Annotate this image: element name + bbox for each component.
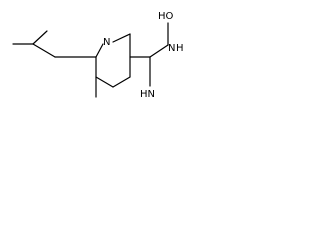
bond-amidine-to-nh xyxy=(149,44,169,58)
amine-hydrogen-label: H xyxy=(176,43,184,54)
chemical-structure-diagram: N HO N H HN xyxy=(12,11,184,100)
hydroxy-label: HO xyxy=(158,11,174,22)
bond-ring-c3-c4 xyxy=(112,76,131,88)
imine-label: HN xyxy=(140,89,155,100)
amine-nitrogen-label: N xyxy=(168,43,175,54)
bond-ring-c4-c5 xyxy=(95,76,114,88)
bond-branch-up xyxy=(32,30,48,45)
bond-branch-down xyxy=(32,43,56,58)
bond-ring-c6-n1 xyxy=(95,43,104,58)
bond-ring-n1-c2 xyxy=(112,33,131,43)
ring-nitrogen-label: N xyxy=(103,37,110,48)
